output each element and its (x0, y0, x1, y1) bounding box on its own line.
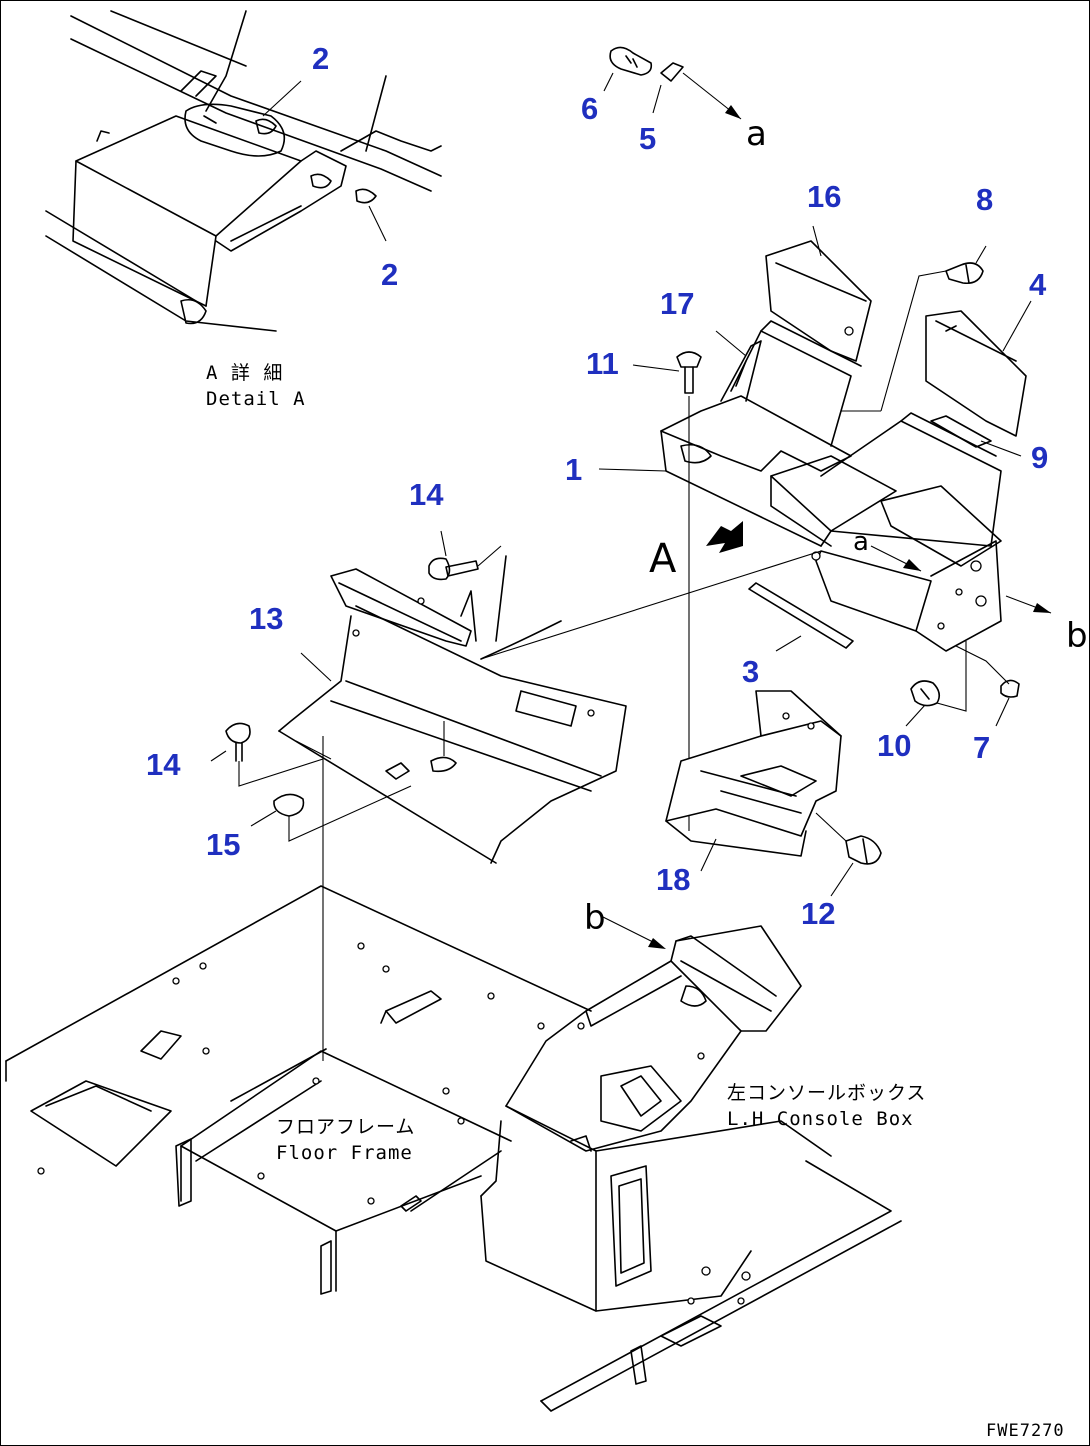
callout-13: 13 (249, 601, 284, 636)
callout-7: 7 (973, 730, 991, 765)
bolts-10-7 (905, 641, 1020, 727)
floor-frame-label-en: Floor Frame (276, 1142, 413, 1164)
tray-18-bolt-12 (665, 690, 882, 897)
callout-8: 8 (976, 182, 994, 217)
view-letter-a-inner: a (853, 527, 869, 557)
detail-a-view (45, 10, 442, 332)
view-letter-b-lower: b (584, 898, 606, 938)
cover-plate-13 (278, 555, 627, 864)
detail-a-label-en: Detail A (206, 388, 306, 410)
callout-1: 1 (565, 452, 583, 487)
callout-18: 18 (656, 862, 691, 897)
callout-6: 6 (581, 91, 599, 126)
callout-3: 3 (742, 654, 760, 689)
callout-9: 9 (1031, 440, 1049, 475)
callout-16: 16 (807, 179, 842, 214)
callout-12: 12 (801, 896, 836, 931)
callout-17: 17 (660, 286, 695, 321)
figure-code: FWE7270 (986, 1421, 1065, 1441)
console-box-label-en: L.H Console Box (727, 1108, 914, 1130)
callout-15: 15 (206, 827, 241, 862)
floor-frame (5, 885, 592, 1295)
callout-14-top: 14 (409, 477, 444, 512)
callout-2-top: 2 (312, 41, 330, 76)
view-letter-a-top: a (746, 114, 767, 154)
view-letter-A: A (649, 536, 677, 582)
bolt-14-left-and-15 (210, 722, 412, 1061)
callout-4: 4 (1029, 267, 1047, 302)
callout-5: 5 (639, 121, 657, 156)
console-box-label-jp: 左コンソールボックス (727, 1082, 927, 1104)
callout-11: 11 (586, 346, 619, 381)
detail-a-label-jp: A 詳 細 (206, 362, 284, 384)
bolt-6-washer-5 (603, 46, 742, 120)
callout-14-left: 14 (146, 747, 181, 782)
view-letter-b-right: b (1066, 616, 1088, 656)
floor-frame-label-jp: フロアフレーム (276, 1116, 416, 1138)
bolt-14-top (428, 530, 502, 581)
callout-10: 10 (877, 728, 912, 763)
callout-2-bottom: 2 (381, 257, 399, 292)
console-box (480, 915, 902, 1412)
